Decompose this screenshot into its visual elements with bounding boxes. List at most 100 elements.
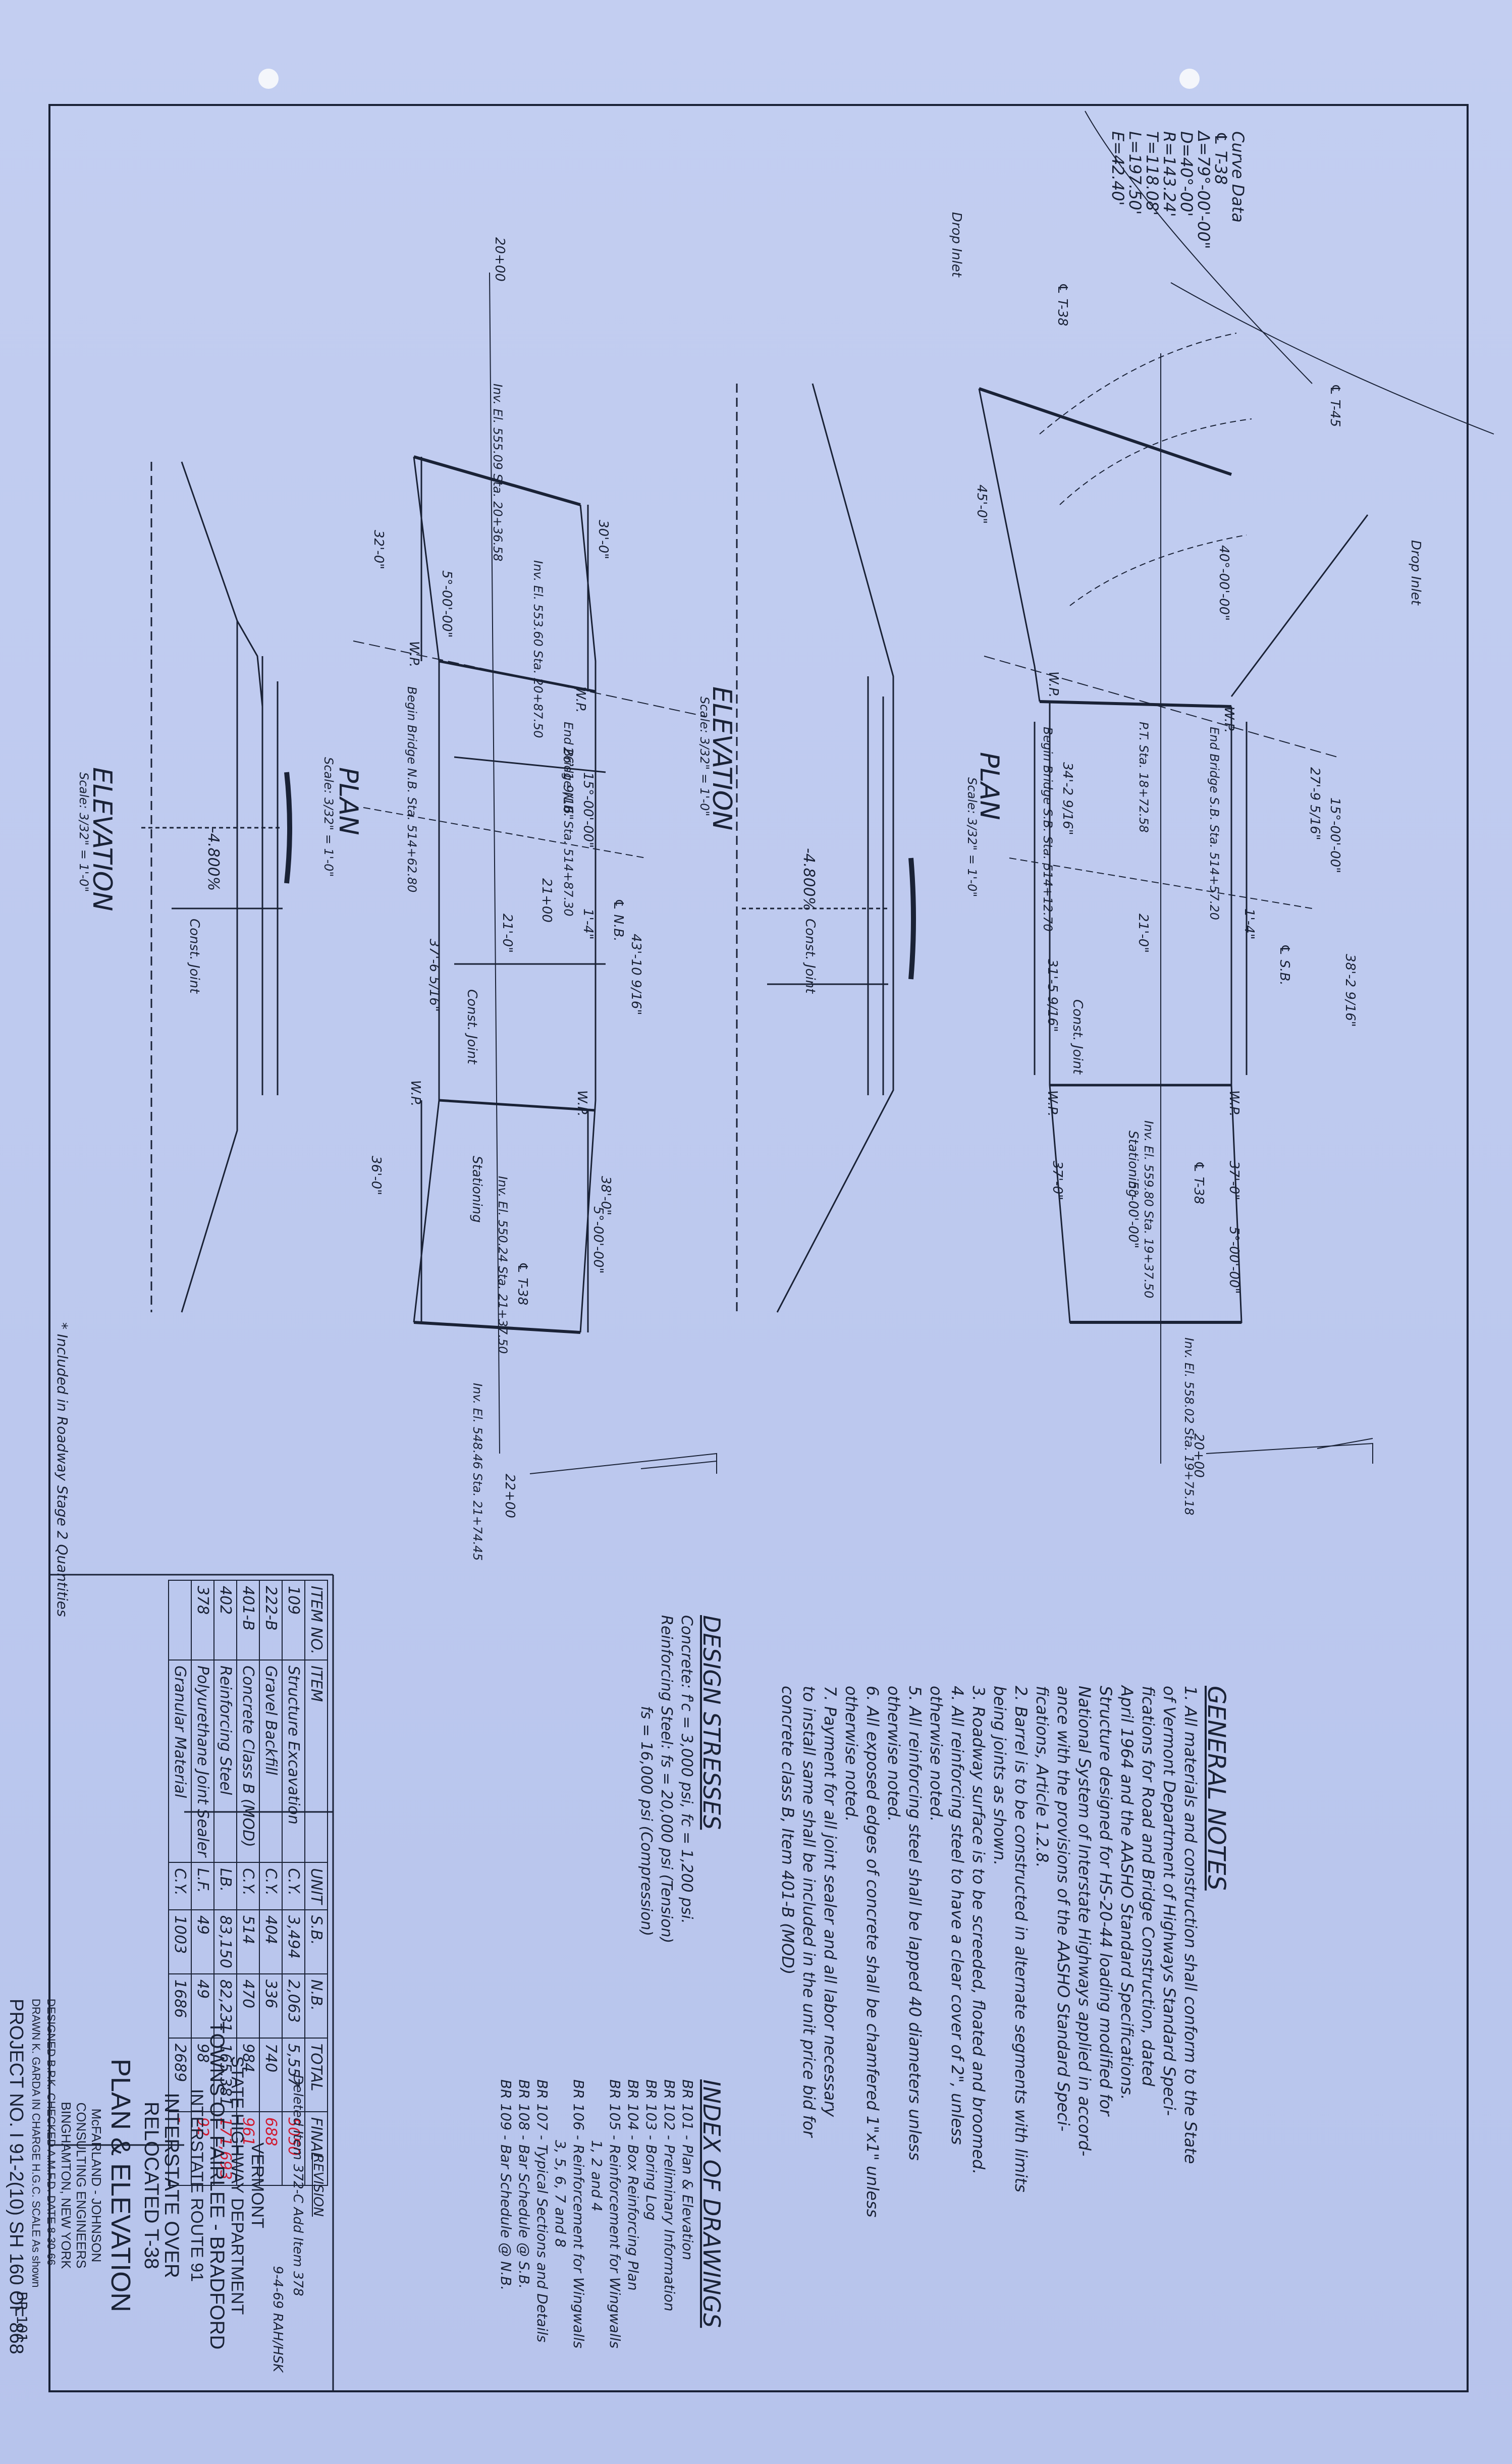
dimension: 27'-9 5/16" — [1307, 767, 1322, 840]
plan-title: PLAN — [333, 767, 363, 835]
dimension: 5°-00'-00" — [590, 1206, 606, 1274]
wp-label: W.P. — [1221, 707, 1236, 733]
firm-line: BINGHAMTON, NEW YORK — [59, 2102, 74, 2269]
note-line: of Vermont Department of Highways Standa… — [1160, 1686, 1179, 2116]
station-callout: End Bridge S.B. Sta. 514+57.20 — [1207, 727, 1221, 920]
stress-line: Reinforcing Steel: fs = 20,000 psi (Tens… — [658, 1615, 675, 1944]
dimension: 36'-0" — [368, 1156, 384, 1196]
dimension: 40°-00'-00" — [1216, 545, 1231, 621]
quantity-footnote: * Included in Roadway Stage 2 Quantities — [54, 1322, 71, 1617]
grade-label: -4.800% — [204, 828, 222, 891]
centerline-label: ℄ T-45 — [1327, 384, 1342, 427]
note-line: otherwise noted. — [927, 1686, 946, 1822]
index-title: INDEX OF DRAWINGS — [698, 2079, 725, 2328]
dimension: 43'-10 9/16" — [628, 934, 643, 1015]
index-of-drawings: INDEX OF DRAWINGS BR 101 - Plan & Elevat… — [497, 2079, 727, 2348]
centerline-label: ℄ T-38 — [1055, 283, 1070, 327]
table-cell: Reinforcing Steel — [214, 1659, 237, 1863]
index-line: BR 101 - Plan & Elevation — [679, 2079, 696, 2261]
curve-data-line: E=42.40' — [1108, 131, 1127, 206]
index-line: BR 109 - Bar Schedule @ N.B. — [498, 2079, 514, 2291]
stress-line: Concrete: f'c = 3,000 psi, fc = 1,200 ps… — [678, 1615, 695, 1924]
joint-label: Const. Joint — [464, 989, 479, 1064]
curve-data-line: D=40°-00' — [1177, 131, 1196, 217]
station-label: 22+00 — [502, 1474, 517, 1518]
table-cell: 109 — [282, 1580, 305, 1660]
pin-hole — [258, 69, 279, 89]
curve-data-line: T=118.08' — [1143, 131, 1162, 216]
table-cell: C.Y. — [169, 1862, 191, 1910]
station-callout: P.T. Sta. 18+72.58 — [1137, 722, 1151, 833]
dimension: 15°-00'-00" — [1327, 797, 1342, 874]
index-line: BR 104 - Box Reinforcing Plan — [625, 2079, 641, 2291]
sheet-title: PLAN & ELEVATION — [105, 2058, 136, 2313]
station-callout: Begin Bridge S.B. Sta. 514+12.70 — [1041, 727, 1055, 932]
station-label: 20+00 — [492, 237, 507, 282]
index-line: BR 106 - Reinforcement for Wingwalls — [570, 2079, 587, 2348]
invert-callout: Inv. El. 550.24 Sta. 21+37.50 — [496, 1176, 510, 1354]
note-line: ance with the provisions of the AASHO St… — [1054, 1686, 1073, 2132]
title-block: REVISION Deleted Item 372-C Add Item 378… — [4, 1999, 328, 2372]
curve-data-title: Curve Data — [1228, 131, 1248, 223]
table-cell: Polyurethane Joint Sealer — [191, 1659, 214, 1863]
invert-callout: Inv. El. 548.46 Sta. 21+74.45 — [470, 1383, 484, 1561]
table-cell: 3,494 — [282, 1909, 305, 1974]
joint-label: Const. Joint — [1070, 999, 1085, 1075]
wp-label: W.P. — [574, 1090, 589, 1117]
dimension: 5°-00'-00" — [1125, 1181, 1141, 1249]
note-line: April 1964 and the AASHO Standard Specif… — [1117, 1686, 1137, 2100]
note-line: 3. Roadway surface is to be screeded, fl… — [969, 1686, 988, 2175]
column-header: UNIT — [305, 1862, 328, 1910]
note-line: being joints as shown. — [990, 1686, 1009, 1866]
note-line: 6. All exposed edges of concrete shall b… — [863, 1686, 882, 2218]
index-line: BR 107 - Typical Sections and Details — [534, 2079, 551, 2343]
dimension: 1'-4" — [1241, 908, 1257, 940]
dimension: 38'-2 9/16" — [1342, 954, 1358, 1027]
invert-callout: Inv. El. 559.80 Sta. 19+37.50 — [1142, 1120, 1156, 1299]
curve-data: Curve Data ℄ T-38 Δ=79°-00'-00" D=40°-00… — [1108, 131, 1248, 249]
centerline-label: ℄ N.B. — [611, 898, 626, 942]
design-stresses: DESIGN STRESSES Concrete: f'c = 3,000 ps… — [636, 1615, 727, 1943]
curve-data-line: Δ=79°-00'-00" — [1194, 131, 1213, 249]
wp-label: W.P. — [1226, 1090, 1241, 1117]
note-line: 4. All reinforcing steel to have a clear… — [948, 1686, 967, 2145]
note-line: 1. All materials and construction shall … — [1181, 1686, 1200, 2164]
general-notes: GENERAL NOTES 1. All materials and const… — [777, 1686, 1231, 2217]
note-line: fications, Article 1.2.8. — [1033, 1686, 1052, 1868]
towns: TOWNS OF FAIRLEE - BRADFORD — [206, 2021, 228, 2350]
table-cell — [169, 1580, 191, 1660]
designed-line: DESIGNED B.P.K. CHECKED A.M.F.D. DATE 8-… — [45, 1999, 58, 2266]
dimension: 37'-0" — [1050, 1161, 1065, 1201]
table-cell: Gravel Backfill — [259, 1659, 282, 1863]
dimension: 21'-0" — [500, 914, 515, 953]
note-line: otherwise noted. — [884, 1686, 903, 1822]
note-line: Structure designed for HS-20-44 loading … — [1096, 1686, 1115, 2116]
wp-label: W.P. — [573, 686, 588, 713]
table-cell: Concrete Class B (MOD) — [237, 1659, 259, 1863]
dimension: 45'-0" — [974, 485, 989, 524]
scale-label: Scale: 3/32" = 1'-0" — [965, 777, 979, 897]
index-line: BR 102 - Preliminary Information — [661, 2079, 678, 2312]
table-cell: 222-B — [259, 1580, 282, 1660]
dimension: 21'-0" — [1136, 914, 1151, 953]
dimension: 31'-5 9/16" — [1045, 959, 1060, 1032]
index-line: BR 105 - Reinforcement for Wingwalls — [607, 2079, 623, 2348]
joint-label: Const. Joint — [187, 919, 202, 994]
general-notes-title: GENERAL NOTES — [1202, 1686, 1230, 1891]
table-cell: 378 — [191, 1580, 214, 1660]
drawn-line: DRAWN K. GARDA IN CHARGE H.G.C. SCALE As… — [30, 1999, 42, 2288]
table-cell: C.Y. — [237, 1862, 259, 1910]
note-line: concrete class B, Item 401-B (MOD) — [778, 1686, 797, 1975]
dimension: 1'-4" — [580, 908, 596, 940]
column-header: ITEM — [305, 1659, 328, 1863]
dimension: 30'-0" — [596, 520, 611, 560]
table-cell: 1003 — [169, 1909, 191, 1974]
firm-line: CONSULTING ENGINEERS — [74, 2102, 89, 2269]
centerline-label: ℄ S.B. — [1277, 944, 1292, 986]
curve-data-line: ℄ T-38 — [1211, 131, 1230, 185]
index-line: BR 108 - Bar Schedule @ S.B. — [516, 2079, 532, 2289]
firm-name: McFARLAND - JOHNSON — [89, 2108, 104, 2263]
index-line: BR 103 - Boring Log — [643, 2079, 660, 2221]
dimension: 37'-0" — [1226, 1161, 1241, 1201]
route: INTERSTATE ROUTE 91 — [187, 2088, 206, 2282]
